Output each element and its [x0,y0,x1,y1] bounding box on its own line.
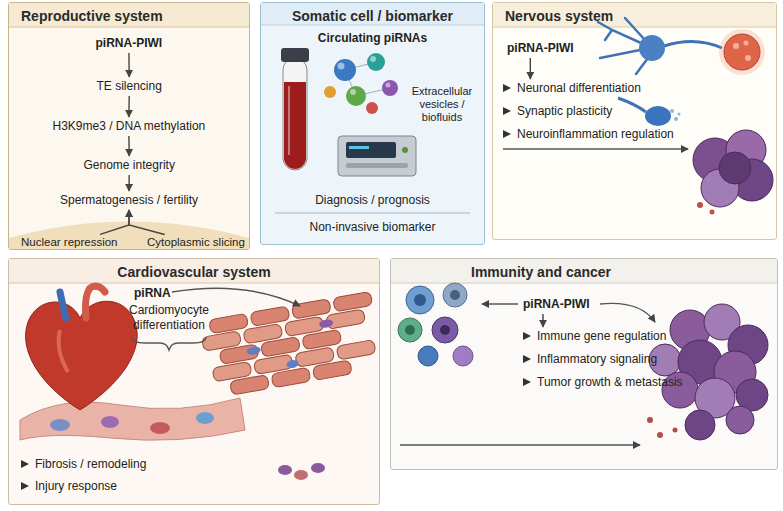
mechanism-label: Cytoplasmic slicing [147,235,245,249]
panel-text: Circulating piRNAs [261,31,484,46]
flow-step: H3K9me3 / DNA methylation [53,119,206,134]
node-label: Cytoplasmic slicing [147,235,245,249]
panel-text: Extracellular vesicles / biofluids [401,85,483,124]
panel: Somatic cell / biomarkerCirculating piRN… [260,2,485,245]
bullet-list: Immune gene regulationInflammatory signa… [523,329,683,398]
node-label: piRNA-PIWI [507,41,574,56]
node-label: piRNA-PIWI [96,36,163,51]
panel: Cardiovascular system piRNA Cardiomyocyte … [8,258,380,505]
node-label: Genome integrity [84,158,175,173]
panel-text: Injury response [21,479,117,494]
bullet-item: Immune gene regulation [523,329,683,344]
bullet-item: Neuroinflammation regulation [503,127,674,142]
panel: Nervous system piRNA-PIWI Neuronal differe… [492,2,777,240]
panel-heading: Cardiovascular system [9,264,379,281]
panel-text: piRNA [134,286,171,301]
header-band [9,3,777,283]
flow-step: Genome integrity [84,158,175,173]
bullet-item: Synaptic plasticity [503,104,674,119]
panel-heading: Immunity and cancer [471,264,611,281]
bullet-list: Neuronal differentiationSynaptic plastic… [503,81,674,150]
panel-text: Diagnosis / prognosis [261,193,484,208]
panel: Immunity and cancer piRNA-PIWI Immune gene… [390,258,778,470]
panel-heading: Somatic cell / biomarker [261,8,484,25]
panel-heading: Reproductive system [21,8,163,25]
pathway-label: piRNA-PIWI [507,41,574,56]
pathway-label: piRNA-PIWI [523,297,590,312]
flow-step: TE silencing [97,79,162,94]
mechanism-label: Nuclear repression [21,235,118,249]
bullet-item: Tumor growth & metastasis [523,375,683,390]
node-label: Nuclear repression [21,235,118,249]
flow-step: piRNA-PIWI [96,36,163,51]
node-label: piRNA-PIWI [523,297,590,312]
panel: Reproductive system piRNA-PIWI TE silencin… [8,2,250,250]
panel-text: Fibrosis / remodeling [21,457,146,472]
panel-text: Cardiomyocyte differentiation [124,303,214,333]
bullet-item: Inflammatory signaling [523,352,683,367]
node-label: TE silencing [97,79,162,94]
flow-step: Spermatogenesis / fertility [60,193,198,208]
bullet-item: Neuronal differentiation [503,81,674,96]
node-label: H3K9me3 / DNA methylation [53,119,206,134]
panel-text: Non-invasive biomarker [261,220,484,235]
panel-heading: Nervous system [505,8,613,25]
node-label: Spermatogenesis / fertility [60,193,198,208]
